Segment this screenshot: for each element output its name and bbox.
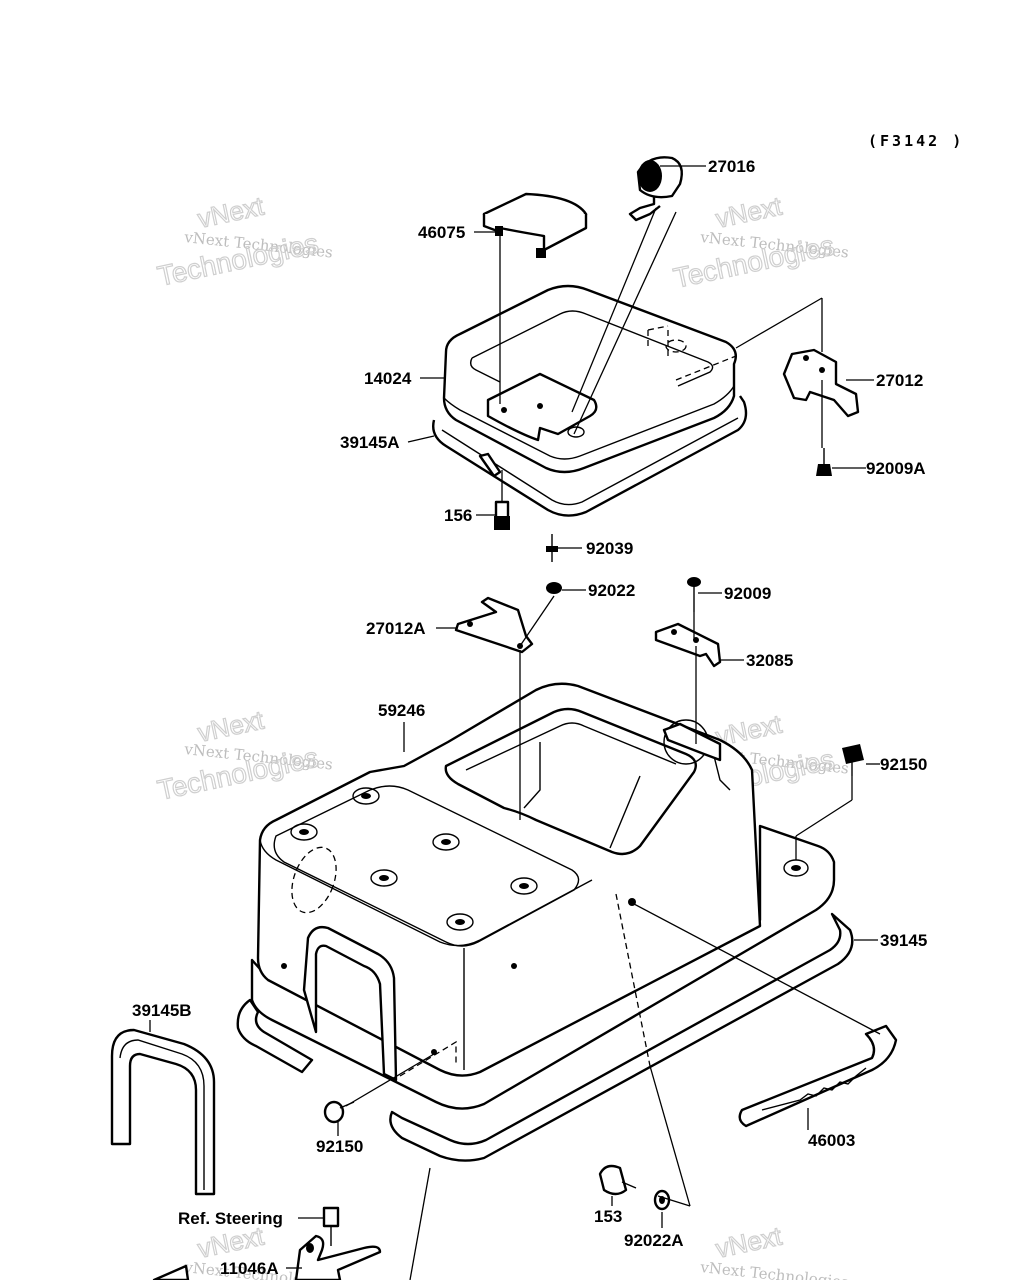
part-92039-pin-drawing bbox=[546, 534, 558, 562]
part-46003-pad-drawing bbox=[738, 1024, 898, 1128]
part-153-bolt-drawing bbox=[598, 1164, 637, 1196]
part-92022A-washer-drawing bbox=[653, 1189, 671, 1211]
label-46003: 46003 bbox=[808, 1131, 855, 1150]
label-27012A: 27012A bbox=[366, 619, 426, 638]
label-39145B: 39145B bbox=[132, 1001, 192, 1020]
label-92009: 92009 bbox=[724, 584, 771, 603]
label-92022A: 92022A bbox=[624, 1231, 684, 1250]
part-92150-screw-bottom-drawing bbox=[323, 1100, 355, 1124]
svg-text:vNext Technologies: vNext Technologies bbox=[699, 1258, 850, 1280]
diagram-code: (F3142 ) bbox=[868, 132, 964, 150]
label-46075: 46075 bbox=[418, 223, 465, 242]
part-92150-screw-top-drawing bbox=[842, 744, 864, 776]
svg-text:vNext: vNext bbox=[195, 191, 267, 234]
part-46075-cap-drawing bbox=[482, 192, 588, 258]
watermark-top-left: vNext vNext Technologies Technologies bbox=[154, 190, 333, 293]
watermark-top-right: vNext vNext Technologies Technologies bbox=[670, 190, 849, 295]
part-59246-housing-drawing bbox=[250, 682, 836, 1110]
label-ref-steering: Ref. Steering bbox=[178, 1209, 283, 1228]
label-153: 153 bbox=[594, 1207, 622, 1226]
part-156-bolt-drawing bbox=[494, 500, 510, 530]
watermark-bottom-right: vNext vNext Technologies bbox=[699, 1220, 850, 1280]
label-27012: 27012 bbox=[876, 371, 923, 390]
label-92150-bottom: 92150 bbox=[316, 1137, 363, 1156]
part-27012-bracket-drawing bbox=[782, 348, 860, 418]
part-27016-knob-drawing bbox=[628, 156, 683, 222]
part-11046A-bracket-drawing bbox=[152, 1234, 382, 1280]
label-92150-top: 92150 bbox=[880, 755, 927, 774]
label-59246: 59246 bbox=[378, 701, 425, 720]
part-39145-seal-drawing bbox=[236, 912, 854, 1162]
part-39145B-seal-drawing bbox=[110, 1028, 216, 1196]
label-92009A: 92009A bbox=[866, 459, 926, 478]
part-27012A-plate-drawing bbox=[454, 596, 534, 654]
part-32085-plate-drawing bbox=[654, 622, 722, 668]
part-92009-screw-drawing bbox=[687, 577, 701, 612]
part-ref-steering-bolt-drawing bbox=[322, 1206, 340, 1246]
label-14024: 14024 bbox=[364, 369, 412, 388]
watermark-middle-left: vNext vNext Technologies Technologies bbox=[154, 704, 333, 807]
label-39145: 39145 bbox=[880, 931, 927, 950]
part-92009A-screw-drawing bbox=[816, 448, 832, 476]
svg-text:vNext: vNext bbox=[713, 191, 785, 234]
label-92039: 92039 bbox=[586, 539, 633, 558]
label-39145A: 39145A bbox=[340, 433, 400, 452]
part-92022-washer-drawing bbox=[546, 582, 562, 594]
label-11046A: 11046A bbox=[220, 1259, 279, 1278]
part-14024-lid-drawing bbox=[442, 284, 737, 474]
label-92022: 92022 bbox=[588, 581, 635, 600]
leader-lines bbox=[149, 165, 881, 1280]
svg-text:vNext: vNext bbox=[713, 1221, 785, 1264]
label-27016: 27016 bbox=[708, 157, 755, 176]
label-32085: 32085 bbox=[746, 651, 793, 670]
label-156: 156 bbox=[444, 506, 472, 525]
